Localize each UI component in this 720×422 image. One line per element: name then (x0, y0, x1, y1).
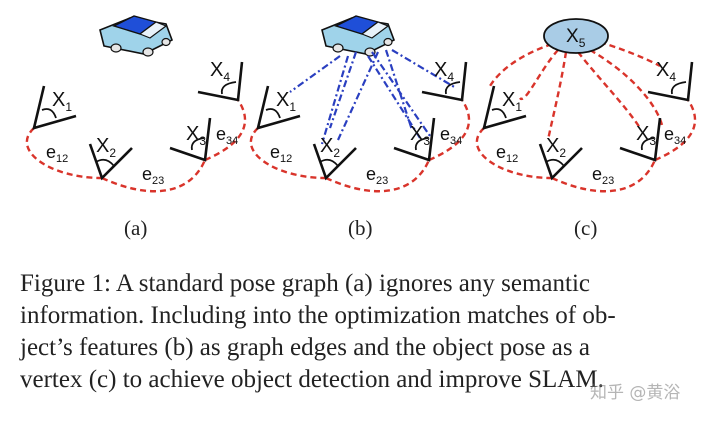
pose-x4 (197, 61, 244, 102)
caption-line: Figure 1: A standard pose graph (a) igno… (20, 270, 590, 297)
pose-label-x2: X2 (320, 135, 340, 160)
caption-line: ject’s features (b) as graph edges and t… (20, 334, 590, 361)
odometry-edge-e34 (428, 99, 471, 162)
pose-x1 (482, 85, 527, 130)
object-edge (488, 42, 553, 87)
pose-x3 (169, 117, 212, 162)
pose-x3 (393, 117, 436, 162)
feature-edge (289, 55, 341, 93)
feature-edge (391, 49, 457, 89)
edge-label-e23: e23 (142, 164, 164, 187)
pose-label-x1: X1 (52, 89, 72, 114)
object-edge (546, 51, 568, 141)
object-vertex-label: X5 (566, 26, 586, 50)
pose-x2 (538, 143, 583, 181)
feature-edge (336, 51, 380, 141)
edge-label-e34: e34 (440, 124, 462, 147)
object-edge (589, 48, 664, 126)
subfigure-label-b: (b) (348, 216, 373, 240)
car-icon (99, 15, 173, 57)
feature-edge (320, 55, 350, 145)
odometry-edge-e34 (204, 99, 247, 162)
feature-edge (328, 51, 358, 129)
edge-label-e23: e23 (592, 164, 614, 187)
odometry-edge-e23 (325, 159, 431, 193)
subfigure-label-a: (a) (124, 216, 148, 240)
edge-label-e12: e12 (46, 142, 68, 165)
caption-line: vertex (c) to achieve object detection a… (20, 366, 604, 393)
feature-edges (289, 49, 457, 145)
pose-label-x2: X2 (96, 135, 116, 160)
pose-x1 (256, 85, 301, 130)
object-edge (577, 51, 642, 129)
pose-label-x3: X3 (410, 123, 430, 148)
feature-edge (384, 49, 414, 131)
pose-label-x1: X1 (276, 89, 296, 114)
edge-label-e34: e34 (664, 124, 686, 147)
object-vertex-x5 (543, 18, 609, 54)
edge-label-e12: e12 (270, 142, 292, 165)
panel-a: X1 X2 X3 X4 e12 e23 e34 (25, 15, 247, 193)
pose-label-x4: X4 (656, 59, 676, 84)
pose-label-x4: X4 (210, 59, 230, 84)
odometry-edge-e34 (654, 99, 697, 162)
panel-b: X1 X2 X3 X4 e12 e23 e34 (249, 15, 471, 193)
pose-label-x3: X3 (636, 123, 656, 148)
object-edge (599, 40, 661, 68)
pose-label-x4: X4 (434, 59, 454, 84)
panel-c: X5 X1 X2 X3 X4 e12 e23 e34 (475, 18, 697, 193)
pose-x2 (88, 143, 133, 181)
subfigure-label-c: (c) (574, 216, 598, 240)
odometry-edge-e23 (101, 159, 207, 193)
caption-line: information. Including into the optimiza… (20, 302, 616, 329)
edge-label-e23: e23 (366, 164, 388, 187)
feature-edge (367, 55, 421, 139)
edge-label-e12: e12 (496, 142, 518, 165)
edge-label-e34: e34 (216, 124, 238, 147)
object-edges (488, 40, 664, 141)
pose-x4 (421, 61, 468, 102)
pose-x2 (312, 143, 357, 181)
pose-label-x1: X1 (502, 89, 522, 114)
pose-x4 (647, 61, 694, 102)
feature-edge (371, 51, 431, 137)
watermark: 知乎 @黄浴 (590, 383, 681, 403)
odometry-edge-e23 (551, 159, 657, 193)
figure-caption: Figure 1: A standard pose graph (a) igno… (20, 268, 710, 396)
car-icon (321, 15, 395, 57)
pose-label-x3: X3 (186, 123, 206, 148)
object-edge (519, 49, 559, 101)
pose-x1 (32, 85, 77, 130)
pose-label-x2: X2 (546, 135, 566, 160)
pose-graph-figure: X1 X2 X3 X4 e12 e23 e34 (25, 15, 697, 193)
pose-x3 (619, 117, 662, 162)
